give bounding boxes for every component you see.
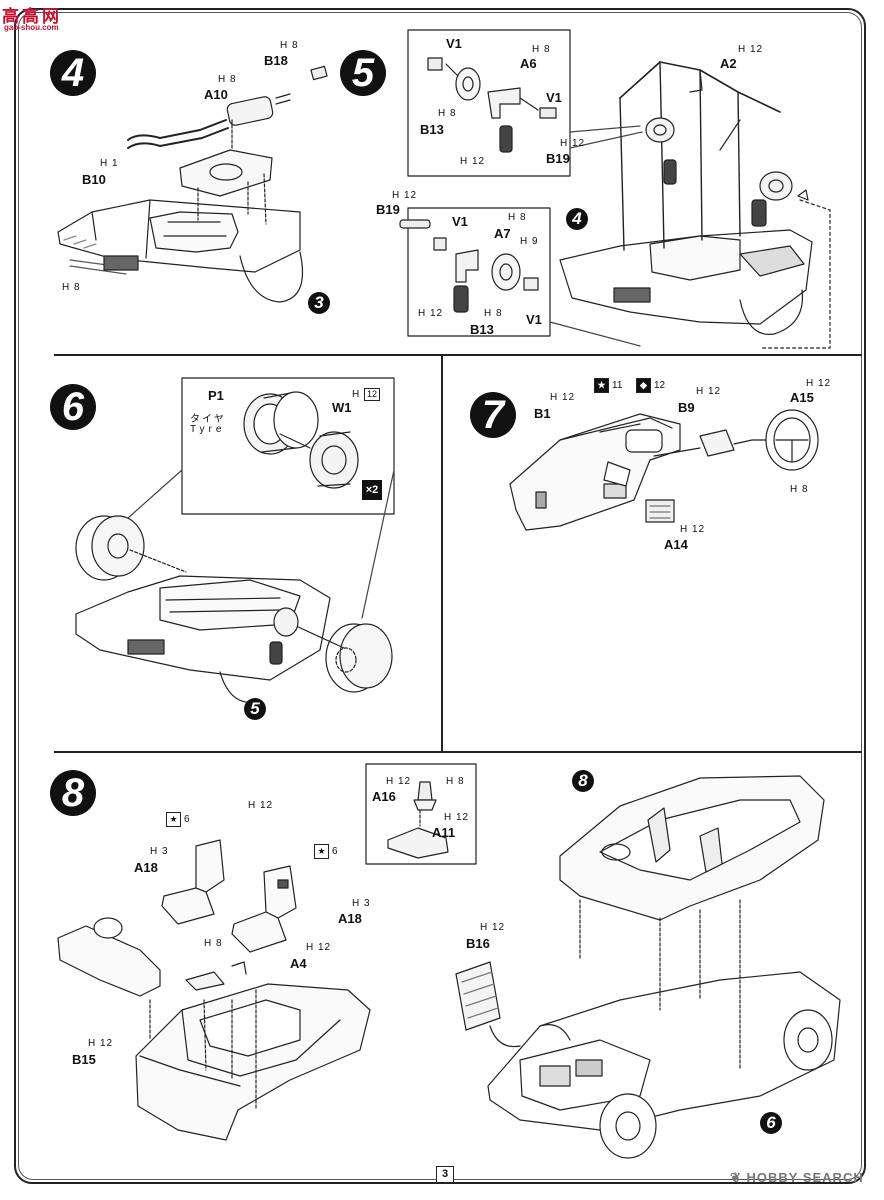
step5-inset-b13: B13 (420, 122, 444, 137)
step5-inset-a6: A6 (520, 56, 537, 71)
step4-drawing (57, 65, 328, 303)
step5-inset-b19-code: H 12 (560, 138, 586, 149)
step8-inset-a16: A16 (372, 789, 396, 804)
step4-ref-3: 3 (308, 292, 330, 314)
step8-inset-a11: A11 (432, 825, 456, 840)
star-icon: ★ (314, 844, 329, 859)
step5-inset2-b19: B19 (376, 202, 400, 217)
step7-drawing (509, 409, 819, 531)
page-number: 3 (436, 1166, 454, 1183)
step8-inset-h8: H 8 (446, 776, 465, 787)
step4-b18-code: H 8 (280, 40, 299, 51)
step7-a14-code: H 12 (680, 524, 706, 535)
step7-badge-arrow: ◆12 (636, 378, 665, 393)
step-4-badge: 4 (50, 50, 96, 96)
step7-a15-label: A15 (790, 390, 814, 405)
step5-inset2-a7-code: H 8 (508, 212, 527, 223)
step7-b9-code: H 12 (696, 386, 722, 397)
step4-a10-label: A10 (204, 87, 228, 102)
step5-inset2-h9: H 9 (520, 236, 539, 247)
step8-h8: H 8 (204, 938, 223, 949)
step8-a4-code: H 12 (306, 942, 332, 953)
divider-row1 (54, 354, 862, 356)
insert-arrow-icon: ◆ (636, 378, 651, 393)
step5-inset-b19: B19 (546, 151, 570, 166)
step7-a15-code: H 12 (806, 378, 832, 389)
step6-tyre-en: Tyre (190, 424, 226, 435)
star-icon: ★ (594, 378, 609, 393)
step8-h12-top: H 12 (248, 800, 274, 811)
step4-b10-code: H 1 (100, 158, 119, 169)
step8-ref-6: 6 (760, 1112, 782, 1134)
step7-badge-star: ★11 (594, 378, 622, 393)
step-5-badge: 5 (340, 50, 386, 96)
step8-inset-a16-code: H 12 (386, 776, 412, 787)
step8-seat-left-label: A18 (134, 860, 158, 875)
step5-inset-a6-code: H 8 (532, 44, 551, 55)
step6-tyre-ja: タイヤ (190, 414, 226, 425)
step5-inset2-v1-bottom: V1 (526, 312, 542, 327)
step5-inset2-b19-code: H 12 (392, 190, 418, 201)
step7-wheel-code: H 8 (790, 484, 809, 495)
page-frame (14, 8, 866, 1184)
step7-b1-code: H 12 (550, 392, 576, 403)
step5-inset2-b13: B13 (470, 322, 494, 337)
step5-drawing (399, 29, 831, 349)
watermark: ❦ HOBBY SEARCH (730, 1170, 864, 1185)
step6-drawing (75, 377, 395, 704)
step7-b1-label: B1 (534, 406, 551, 421)
step-7-badge: 7 (470, 392, 516, 438)
step5-inset2-a7: A7 (494, 226, 511, 241)
step5-inset-h12: H 12 (460, 156, 486, 167)
step8-ref-8: 8 (572, 770, 594, 792)
divider-row2-vertical (441, 354, 443, 752)
step6-h12-code: H 12 (352, 388, 381, 401)
step5-inset-v1-right: V1 (546, 90, 562, 105)
step4-b18-label: B18 (264, 53, 288, 68)
step8-inset-a11-code: H 12 (444, 812, 470, 823)
step6-w1-label: W1 (332, 400, 352, 415)
step5-ref-4: 4 (566, 208, 588, 230)
site-logo-sub: gao-shou.com (4, 23, 59, 32)
site-logo-glyphs: 高高网 (2, 7, 62, 27)
step5-inset2-v1-top: V1 (452, 214, 468, 229)
step5-a2-code: H 12 (738, 44, 764, 55)
step-8-badge: 8 (50, 770, 96, 816)
step8-a4-label: A4 (290, 956, 307, 971)
step4-h8-code: H 8 (62, 282, 81, 293)
step8-seat-right-label: A18 (338, 911, 362, 926)
step8-seat-left-code: H 3 (150, 846, 169, 857)
step5-inset-v1-top: V1 (446, 36, 462, 51)
step5-inset2-b13-code: H 8 (484, 308, 503, 319)
step8-b16-label: B16 (466, 936, 490, 951)
step7-b9-label: B9 (678, 400, 695, 415)
step8-seat-right-badge: ★6 (314, 844, 338, 859)
step4-b10-label: B10 (82, 172, 106, 187)
divider-row2 (54, 751, 862, 753)
step6-times-two: ×2 (362, 480, 382, 500)
step8-seat-left-badge: ★6 (166, 812, 190, 827)
step5-a2-label: A2 (720, 56, 737, 71)
step6-p1-label: P1 (208, 388, 224, 403)
step7-a14-label: A14 (664, 537, 688, 552)
step8-b15-code: H 12 (88, 1038, 114, 1049)
step8-b15-label: B15 (72, 1052, 96, 1067)
step4-a10-code: H 8 (218, 74, 237, 85)
step8-drawing (57, 763, 841, 1159)
step6-ref-5: 5 (244, 698, 266, 720)
step-6-badge: 6 (50, 384, 96, 430)
step5-inset-b13-code: H 8 (438, 108, 457, 119)
star-icon: ★ (166, 812, 181, 827)
step8-seat-right-code: H 3 (352, 898, 371, 909)
step8-b16-code: H 12 (480, 922, 506, 933)
step5-inset2-h12: H 12 (418, 308, 444, 319)
site-logo: 高高网 gao-shou.com (2, 2, 72, 36)
